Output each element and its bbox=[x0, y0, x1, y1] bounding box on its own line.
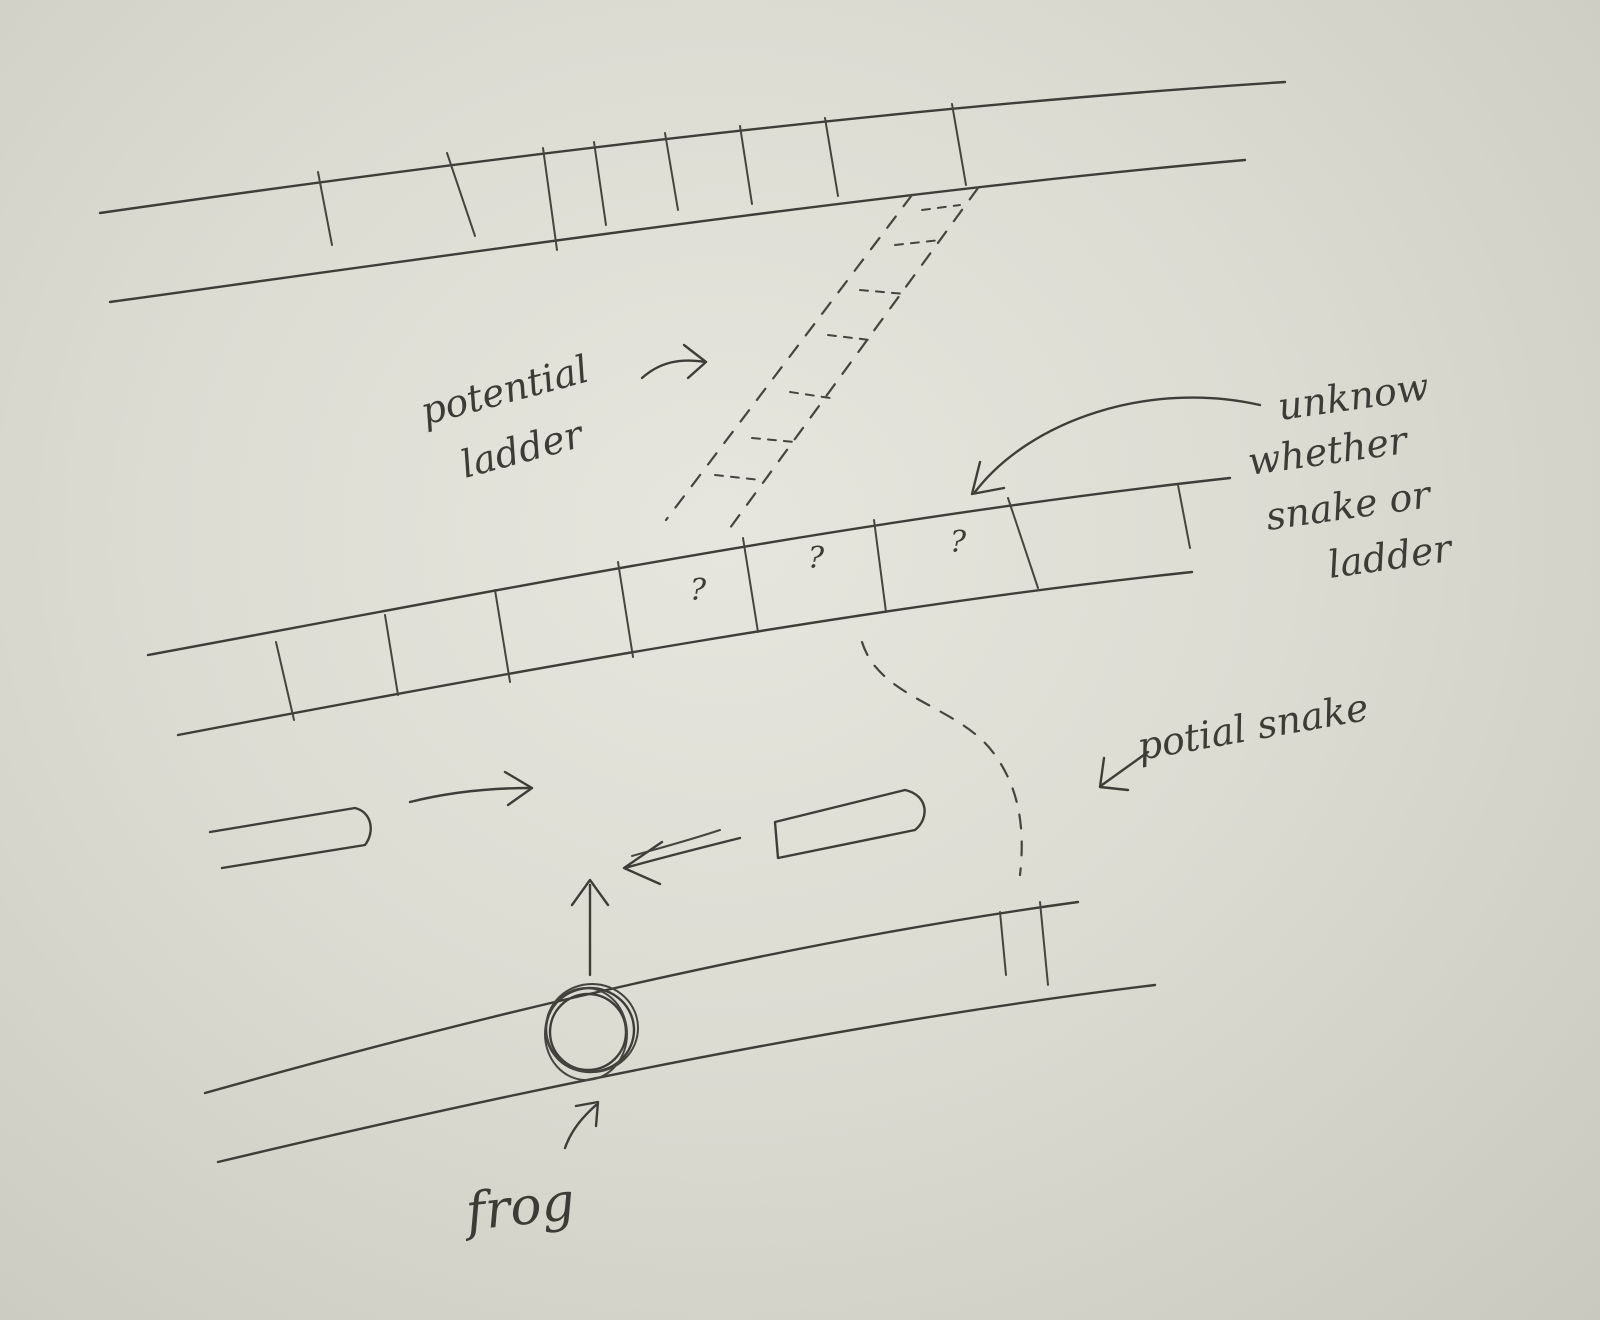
unknown-tile-question-mark: ? bbox=[950, 525, 967, 560]
frog-label-arrowhead bbox=[574, 1100, 600, 1128]
top-platform-tile-divider bbox=[739, 125, 753, 205]
unknown-arrowhead bbox=[970, 460, 1006, 496]
middle-platform: ? ? ? bbox=[146, 476, 1232, 737]
frog bbox=[544, 878, 639, 1081]
middle-platform-tile-divider bbox=[873, 519, 887, 613]
top-platform-lower-edge bbox=[108, 158, 1247, 304]
top-platform-tile-divider bbox=[542, 147, 558, 251]
middle-platform-tile-divider bbox=[1007, 497, 1039, 589]
potential-ladder bbox=[664, 186, 980, 530]
potential-ladder-arrow bbox=[640, 359, 707, 380]
potential-snake-arrow bbox=[1100, 750, 1150, 787]
middle-platform-upper-edge bbox=[146, 476, 1232, 657]
potential-ladder-arrowhead bbox=[682, 343, 708, 380]
ladder-left-rail bbox=[664, 193, 914, 522]
ladder-rung bbox=[751, 437, 796, 443]
frog-circle-scribble bbox=[548, 992, 628, 1072]
bottom-platform bbox=[203, 900, 1157, 1164]
ladder-rung bbox=[859, 289, 906, 295]
unknown-annotation: unknow whether snake or ladder bbox=[970, 364, 1457, 587]
log-right bbox=[773, 788, 926, 860]
ladder-rung bbox=[921, 204, 961, 211]
frog-label-arrow bbox=[563, 1103, 598, 1150]
moving-obstacles bbox=[208, 770, 926, 886]
unknown-label-line4: ladder bbox=[1325, 526, 1457, 587]
top-platform-tile-divider bbox=[824, 117, 839, 197]
frog-circle-scribble bbox=[544, 987, 628, 1081]
ladder-rung bbox=[827, 334, 871, 341]
top-platform bbox=[98, 80, 1287, 304]
unknown-tile-question-mark: ? bbox=[808, 541, 825, 576]
top-platform-upper-edge bbox=[98, 80, 1287, 215]
ladder-right-rail bbox=[728, 186, 980, 530]
unknown-label-line2: whether bbox=[1245, 418, 1412, 484]
top-platform-tile-divider bbox=[317, 171, 333, 246]
ladder-rung bbox=[714, 474, 761, 481]
log-right-arrow-double bbox=[631, 829, 721, 857]
unknown-arrow bbox=[973, 396, 1262, 494]
top-platform-tile-divider bbox=[951, 103, 967, 186]
snake-path bbox=[860, 640, 1023, 877]
frog-label: frog bbox=[459, 1172, 577, 1243]
middle-platform-tile-divider bbox=[384, 614, 399, 696]
middle-platform-tile-divider bbox=[742, 537, 759, 633]
log-left-arrowhead bbox=[503, 770, 534, 807]
potential-snake-label: potial snake bbox=[1134, 685, 1372, 769]
potential-snake-arrowhead bbox=[1098, 756, 1130, 792]
ladder-rung bbox=[789, 391, 831, 399]
frog-up-arrowhead bbox=[570, 878, 610, 907]
bottom-platform-tile-divider bbox=[1039, 901, 1049, 986]
bottom-platform-tile-divider bbox=[999, 911, 1007, 976]
ladder-rung bbox=[894, 239, 941, 246]
potential-ladder-label-line2: ladder bbox=[456, 411, 590, 486]
middle-platform-tile-divider bbox=[494, 589, 511, 683]
middle-platform-tile-divider bbox=[1177, 484, 1191, 549]
top-platform-tile-divider bbox=[593, 141, 607, 226]
middle-platform-tile-divider bbox=[617, 561, 634, 658]
middle-platform-lower-edge bbox=[176, 570, 1194, 737]
middle-platform-tile-divider bbox=[275, 641, 295, 721]
log-left bbox=[208, 806, 372, 870]
frog-circle-scribble bbox=[545, 983, 639, 1073]
bottom-platform-lower-edge bbox=[216, 983, 1157, 1164]
potential-snake: potial snake bbox=[860, 640, 1372, 877]
unknown-label-line1: unknow bbox=[1275, 364, 1432, 429]
log-right-arrow bbox=[623, 836, 742, 870]
potential-ladder-annotation: potential ladder bbox=[416, 343, 708, 487]
top-platform-tile-divider bbox=[446, 152, 476, 237]
log-left-arrow bbox=[408, 786, 532, 804]
bottom-platform-upper-edge bbox=[203, 900, 1080, 1095]
top-platform-tile-divider bbox=[664, 132, 679, 211]
frog-annotation: frog bbox=[459, 1100, 600, 1243]
unknown-label-line3: snake or bbox=[1263, 472, 1436, 539]
unknown-tile-question-mark: ? bbox=[690, 573, 707, 608]
